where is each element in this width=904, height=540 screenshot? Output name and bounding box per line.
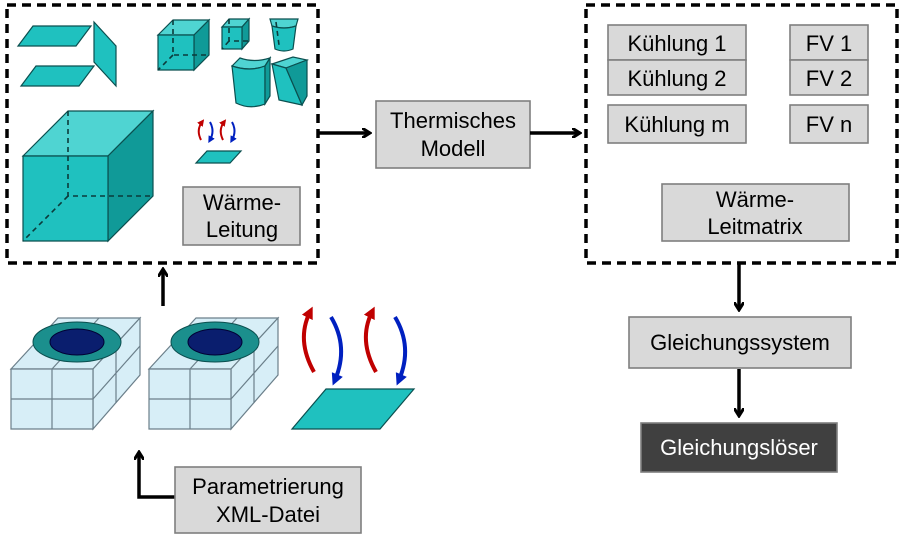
gleichungsloeser-label: Gleichungslöser — [660, 435, 818, 460]
waerme-leitung-box: Wärme- Leitung — [182, 186, 301, 246]
waerme-leitmatrix-box: Wärme- Leitmatrix — [661, 183, 850, 242]
wedge-cell-shape — [269, 56, 310, 107]
tiny-curved-cell-shape — [269, 18, 299, 52]
curved-cell-shape — [230, 55, 272, 108]
fv-1-box: FV 1 — [789, 24, 869, 61]
meshed-block-1 — [9, 316, 142, 431]
fv-1-label: FV 1 — [806, 31, 852, 56]
kuehlung-m-label: Kühlung m — [624, 112, 729, 137]
flat-plate-shape-1 — [16, 25, 93, 47]
thermisches-modell-label-1: Thermisches — [390, 108, 516, 133]
meshed-block-2 — [147, 316, 280, 431]
matrix-group-frame — [584, 3, 899, 265]
parametrierung-label-2: XML-Datei — [216, 502, 320, 527]
waerme-leitung-label-2: Leitung — [206, 217, 278, 242]
waerme-leitmatrix-label-2: Leitmatrix — [707, 214, 802, 239]
parametrierung-box: Parametrierung XML-Datei — [174, 466, 362, 534]
kuehlung-2-label: Kühlung 2 — [627, 66, 726, 91]
waerme-leitmatrix-label-1: Wärme- — [716, 187, 794, 212]
vertical-plate-shape — [93, 20, 117, 88]
kuehlung-m-box: Kühlung m — [607, 104, 747, 144]
geometry-group-frame — [5, 3, 320, 265]
kuehlung-1-box: Kühlung 1 — [607, 24, 747, 61]
fv-2-box: FV 2 — [789, 59, 869, 96]
tiny-cube-shape — [220, 17, 251, 51]
fv-n-box: FV n — [789, 104, 869, 144]
thermisches-modell-box: Thermisches Modell — [375, 100, 531, 169]
large-cube-shape — [21, 109, 155, 243]
arrow-parametrization-to-meshes — [139, 454, 175, 499]
kuehlung-1-label: Kühlung 1 — [627, 31, 726, 56]
heat-flux-icon — [290, 306, 416, 430]
small-cube-shape — [156, 18, 211, 72]
parametrierung-label-1: Parametrierung — [192, 474, 344, 499]
kuehlung-2-box: Kühlung 2 — [607, 59, 747, 96]
waerme-leitung-label-1: Wärme- — [203, 190, 281, 215]
flat-plate-shape-2 — [19, 65, 96, 87]
gleichungssystem-box: Gleichungssystem — [628, 316, 852, 369]
fv-2-label: FV 2 — [806, 66, 852, 91]
small-heat-flux-icon — [194, 119, 243, 164]
gleichungssystem-label: Gleichungssystem — [650, 330, 830, 355]
thermisches-modell-label-2: Modell — [421, 136, 486, 161]
fv-n-label: FV n — [806, 112, 852, 137]
gleichungsloeser-box: Gleichungslöser — [640, 422, 838, 473]
